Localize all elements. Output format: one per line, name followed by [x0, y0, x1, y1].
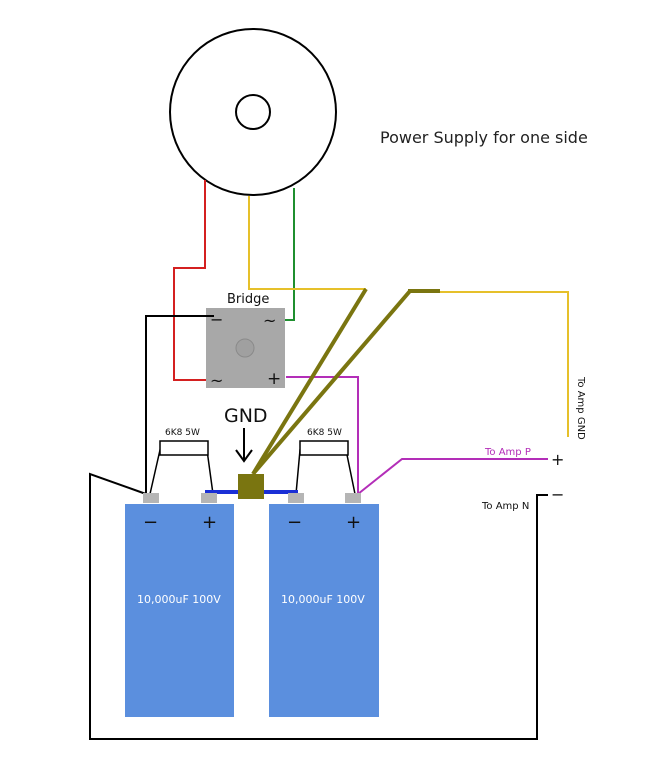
gnd-label: GND: [224, 405, 268, 427]
ground-lead-2: [251, 289, 412, 476]
wire-red: [173, 180, 207, 381]
output-amp-n-symbol: −: [551, 485, 564, 504]
capacitor-right-plus-terminal: [345, 493, 361, 503]
output-amp-n-label: To Amp N: [481, 501, 529, 512]
capacitor-left-minus-terminal: [143, 493, 159, 503]
resistor-right-label: 6K8 5W: [307, 428, 342, 438]
wire-yellow-amp-gnd: [437, 291, 569, 437]
bridge-rectifier: Bridge − ~ ~ +: [206, 292, 285, 390]
wire-yellow-transformer: [248, 196, 366, 290]
capacitor-left-label: 10,000uF 100V: [137, 593, 221, 606]
capacitor-right-body: [269, 504, 379, 717]
bridge-plus-terminal: +: [267, 369, 281, 389]
diagram-title: Power Supply for one side: [380, 128, 588, 147]
resistor-left-label: 6K8 5W: [165, 428, 200, 438]
output-amp-p-label: To Amp P: [484, 447, 531, 458]
capacitor-right-minus-terminal: [288, 493, 304, 503]
bridge-ac-terminal-bottom: ~: [210, 371, 223, 390]
bridge-label: Bridge: [227, 292, 269, 307]
transformer: [169, 28, 337, 196]
capacitor-right-minus-label: −: [287, 512, 302, 533]
capacitor-left: − + 10,000uF 100V: [125, 493, 234, 717]
ground-lead-1: [251, 287, 368, 476]
bridge-ac-terminal-top: ~: [263, 311, 276, 330]
resistor-right-body: [299, 440, 349, 456]
bridge-minus-terminal: −: [210, 310, 223, 329]
resistor-left-lead: [149, 449, 214, 495]
capacitor-right-label: 10,000uF 100V: [281, 593, 365, 606]
capacitor-right-plus-label: +: [346, 512, 361, 533]
capacitor-left-minus-label: −: [143, 512, 158, 533]
wire-green: [275, 188, 295, 321]
wire-black-bridge-minus: [145, 315, 214, 494]
gnd-arrow-head: [235, 449, 253, 463]
ground-star-block: [238, 474, 264, 499]
bridge-mount-hole: [235, 338, 255, 358]
resistor-left: 6K8 5W: [149, 428, 214, 495]
resistor-right: 6K8 5W: [295, 428, 356, 495]
capacitor-left-body: [125, 504, 234, 717]
transformer-center-hole: [235, 94, 271, 130]
resistor-left-body: [159, 440, 209, 456]
capacitor-left-plus-terminal: [201, 493, 217, 503]
capacitor-right: − + 10,000uF 100V: [269, 493, 379, 717]
resistor-right-lead: [295, 449, 356, 495]
output-amp-p-symbol: +: [551, 450, 564, 469]
output-amp-gnd-label: To Amp GND: [575, 376, 586, 440]
wire-purple-amp-p: [357, 458, 548, 495]
wire-black-amp-n: [89, 472, 548, 740]
capacitor-left-plus-label: +: [202, 512, 217, 533]
